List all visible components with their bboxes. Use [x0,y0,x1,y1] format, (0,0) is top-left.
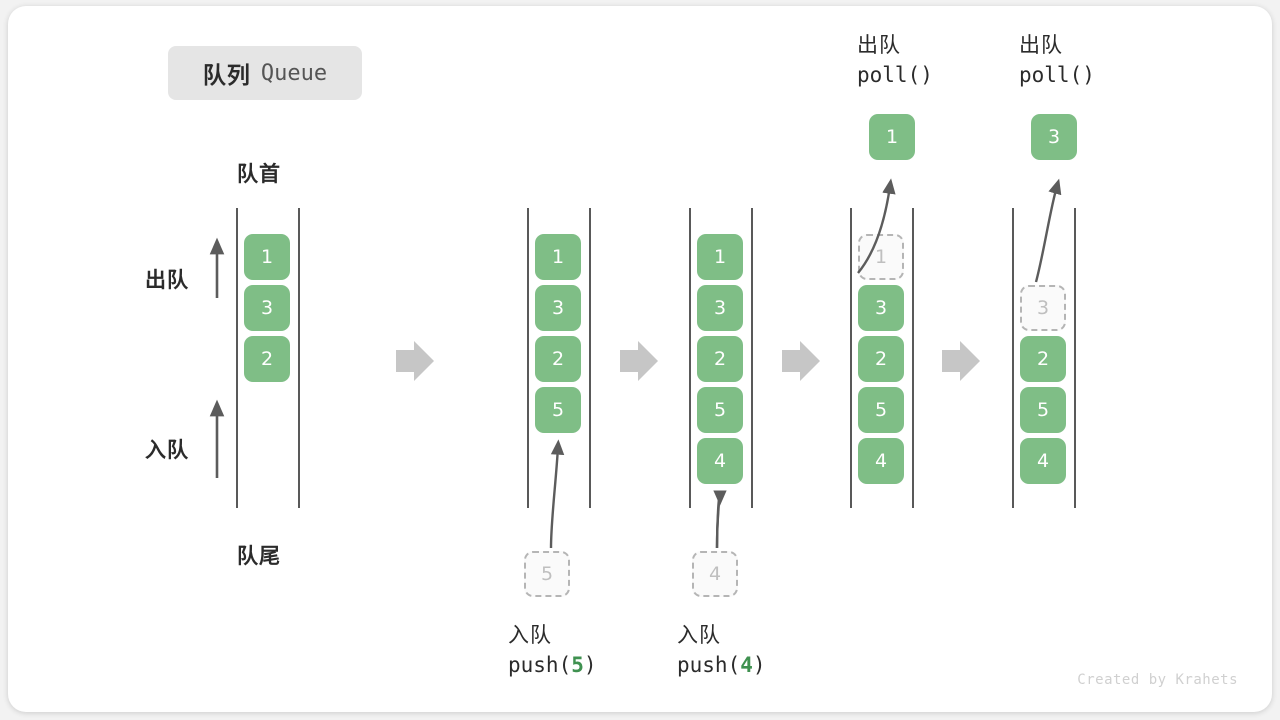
enqueue-direction-label: 入队 [145,438,189,462]
diagram-card [8,6,1272,712]
queue-cell-removed: 1 [858,234,904,280]
queue-cell: 4 [858,438,904,484]
push-5-arg: 5 [571,653,584,678]
incoming-element-5: 5 [524,551,570,597]
dequeue-direction-label: 出队 [145,268,189,292]
queue-rail-left [1012,208,1014,508]
outgoing-element-1: 1 [869,114,915,160]
queue-rail-right [751,208,753,508]
queue-rail-left [527,208,529,508]
queue-cell-new: 4 [697,438,743,484]
push-5-caption-cn: 入队 [508,623,552,647]
poll-3-caption-cn: 出队 [1019,33,1063,57]
poll-1-caption-code: poll() [857,63,933,88]
queue-cell: 4 [1020,438,1066,484]
queue-cell: 3 [697,285,743,331]
watermark: Created by Krahets [1077,672,1238,688]
queue-cell: 3 [858,285,904,331]
queue-rail-right [298,208,300,508]
queue-rail-right [912,208,914,508]
push-4-caption-cn: 入队 [677,623,721,647]
diagram-title-en: Queue [260,60,328,86]
push-4-caption: 入队 push(4) [677,620,766,681]
queue-cell: 3 [244,285,290,331]
queue-cell: 2 [244,336,290,382]
queue-rail-left [236,208,238,508]
push-5-fn: push( [508,653,572,678]
queue-rail-left [850,208,852,508]
poll-3-caption: 出队 poll() [1019,30,1095,91]
queue-cell: 2 [1020,336,1066,382]
poll-3-caption-code: poll() [1019,63,1095,88]
queue-head-label: 队首 [237,162,281,186]
queue-cell: 1 [244,234,290,280]
queue-cell-removed: 3 [1020,285,1066,331]
queue-cell: 1 [535,234,581,280]
queue-rail-left [689,208,691,508]
push-5-caption: 入队 push(5) [508,620,597,681]
diagram-title-chip: 队列 Queue [168,46,362,100]
poll-1-caption: 出队 poll() [857,30,933,91]
queue-cell: 5 [1020,387,1066,433]
outgoing-element-3: 3 [1031,114,1077,160]
push-4-caption-code: push(4) [677,650,766,680]
queue-tail-label: 队尾 [237,544,281,568]
queue-cell-new: 5 [535,387,581,433]
queue-cell: 2 [858,336,904,382]
incoming-element-4: 4 [692,551,738,597]
queue-cell: 2 [535,336,581,382]
push-5-fn-end: ) [583,653,597,678]
queue-rail-right [589,208,591,508]
diagram-title-cn: 队列 [202,63,251,89]
push-4-arg: 4 [740,653,753,678]
queue-rail-right [1074,208,1076,508]
queue-cell: 1 [697,234,743,280]
queue-cell: 5 [858,387,904,433]
push-5-caption-code: push(5) [508,650,597,680]
queue-cell: 3 [535,285,581,331]
push-4-fn: push( [677,653,741,678]
push-4-fn-end: ) [752,653,766,678]
queue-cell: 5 [697,387,743,433]
queue-cell: 2 [697,336,743,382]
poll-1-caption-cn: 出队 [857,33,901,57]
